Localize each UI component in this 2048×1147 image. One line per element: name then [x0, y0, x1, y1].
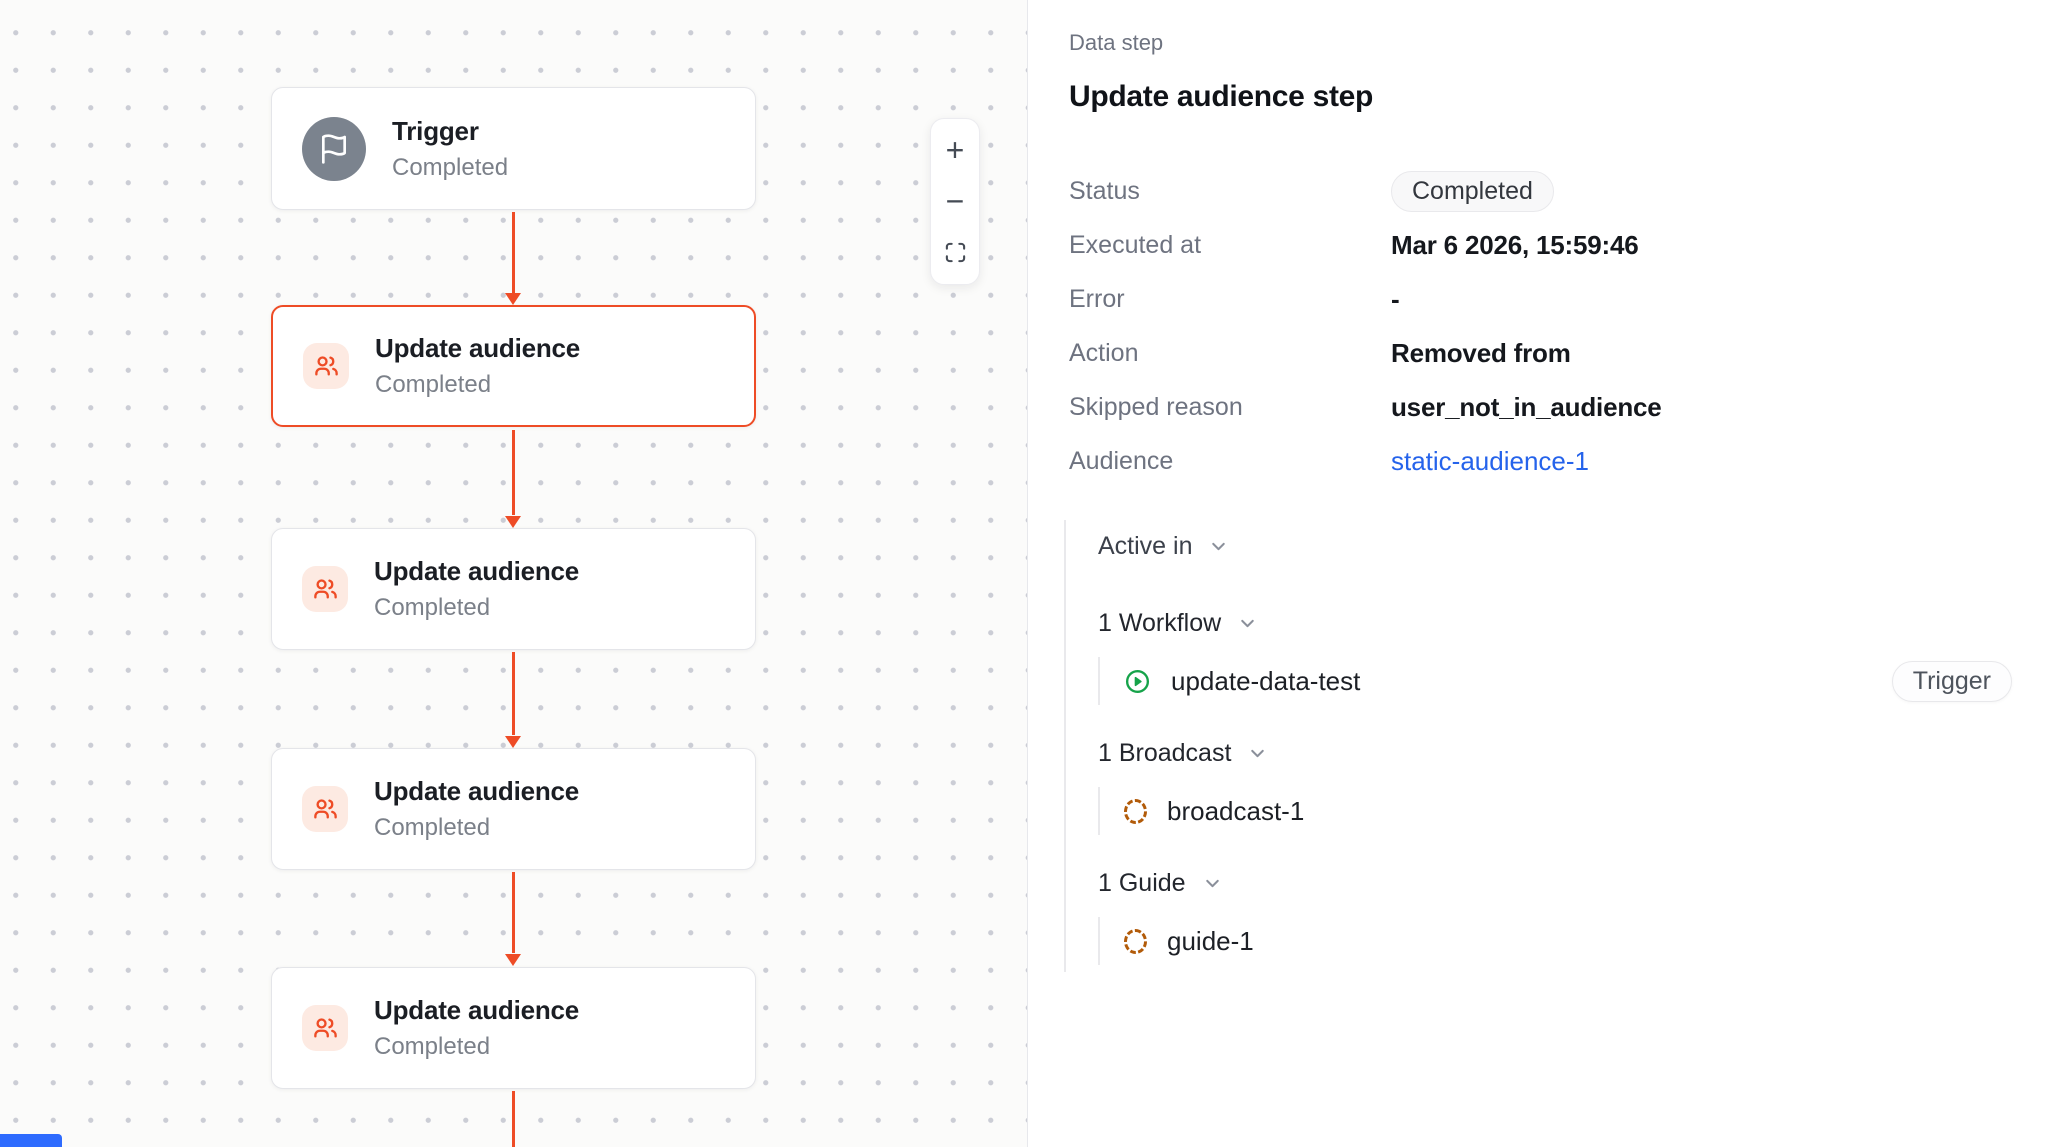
zoom-out-button[interactable]: −	[945, 183, 965, 219]
edge-arrowhead	[505, 954, 521, 966]
node-update-audience-4[interactable]: Update audience Completed	[271, 967, 756, 1089]
node-title: Update audience	[374, 995, 580, 1025]
chevron-down-icon	[1208, 536, 1229, 557]
active-in-section: Active in 1 Workflow	[1064, 520, 2012, 972]
page-title: Update audience step	[1069, 80, 1374, 113]
node-title: Trigger	[392, 115, 479, 146]
field-row-action: Action Removed from	[1069, 326, 2012, 380]
workflow-items: update-data-test Trigger	[1098, 657, 2012, 705]
guide-name: guide-1	[1167, 925, 1254, 956]
node-status: Completed	[374, 594, 491, 621]
guide-items: guide-1	[1098, 917, 2012, 965]
node-status: Completed	[374, 814, 491, 841]
workflow-canvas[interactable]: Trigger Completed Update audience Comple…	[0, 0, 1028, 1147]
edge-arrowhead	[505, 293, 521, 305]
field-row-status: Status Completed	[1069, 164, 2012, 218]
edge-arrowhead	[505, 516, 521, 528]
list-item-workflow[interactable]: update-data-test Trigger	[1124, 657, 2012, 705]
skipped-reason-value: user_not_in_audience	[1391, 391, 1662, 422]
group-guide-toggle[interactable]: 1 Guide	[1098, 865, 2012, 901]
node-update-audience-1[interactable]: Update audience Completed	[271, 305, 756, 427]
edge-connector	[512, 872, 515, 953]
action-value: Removed from	[1391, 337, 1571, 368]
audience-link[interactable]: static-audience-1	[1391, 445, 1589, 476]
broadcast-name: broadcast-1	[1167, 795, 1305, 826]
dashed-circle-icon	[1124, 928, 1147, 954]
node-trigger[interactable]: Trigger Completed	[271, 87, 756, 210]
maximize-icon	[944, 241, 967, 264]
canvas-zoom-controls: + −	[930, 118, 980, 285]
trigger-tag: Trigger	[1891, 660, 2012, 702]
node-status: Completed	[375, 371, 492, 398]
field-row-error: Error -	[1069, 272, 2012, 326]
node-update-audience-2[interactable]: Update audience Completed	[271, 528, 756, 650]
users-icon	[302, 1005, 348, 1051]
users-icon	[303, 343, 349, 389]
node-status: Completed	[374, 1033, 491, 1060]
field-list: Status Completed Executed at Mar 6 2026,…	[1069, 164, 2012, 488]
node-title: Update audience	[375, 333, 581, 363]
edge-arrowhead	[505, 736, 521, 748]
group-workflow-toggle[interactable]: 1 Workflow	[1098, 605, 2012, 641]
list-item-guide[interactable]: guide-1	[1124, 917, 2012, 965]
panel-eyebrow: Data step	[1069, 30, 1164, 55]
play-circle-icon	[1124, 668, 1151, 695]
fit-view-button[interactable]	[930, 227, 980, 278]
edge-connector	[512, 1091, 515, 1147]
node-update-audience-3[interactable]: Update audience Completed	[271, 748, 756, 870]
node-status: Completed	[392, 153, 509, 181]
field-row-audience: Audience static-audience-1	[1069, 445, 1589, 476]
edge-connector	[512, 652, 515, 735]
zoom-in-button[interactable]: +	[945, 132, 965, 168]
active-in-toggle[interactable]: Active in	[1098, 520, 2012, 565]
node-title: Update audience	[374, 556, 580, 586]
canvas-bottom-left-element	[0, 1134, 62, 1147]
workflow-name: update-data-test	[1171, 665, 1361, 696]
error-value: -	[1391, 283, 1400, 314]
chevron-down-icon	[1247, 743, 1268, 764]
chevron-down-icon	[1202, 873, 1223, 894]
edge-connector	[512, 430, 515, 515]
broadcast-items: broadcast-1	[1098, 787, 2012, 835]
dashed-circle-icon	[1124, 798, 1147, 824]
list-item-broadcast[interactable]: broadcast-1	[1124, 787, 2012, 835]
users-icon	[302, 566, 348, 612]
executed-at-value: Mar 6 2026, 15:59:46	[1391, 229, 1639, 260]
field-row-executed-at: Executed at Mar 6 2026, 15:59:46	[1069, 218, 2012, 272]
group-broadcast-toggle[interactable]: 1 Broadcast	[1098, 735, 2012, 771]
field-row-skipped-reason: Skipped reason user_not_in_audience	[1069, 380, 2012, 434]
step-detail-panel: Data step Update audience step Status Co…	[1029, 0, 2048, 1147]
flag-icon	[302, 116, 366, 181]
chevron-down-icon	[1237, 613, 1258, 634]
status-badge: Completed	[1391, 170, 1554, 212]
users-icon	[302, 786, 348, 832]
node-title: Update audience	[374, 776, 580, 806]
edge-connector	[512, 212, 515, 294]
